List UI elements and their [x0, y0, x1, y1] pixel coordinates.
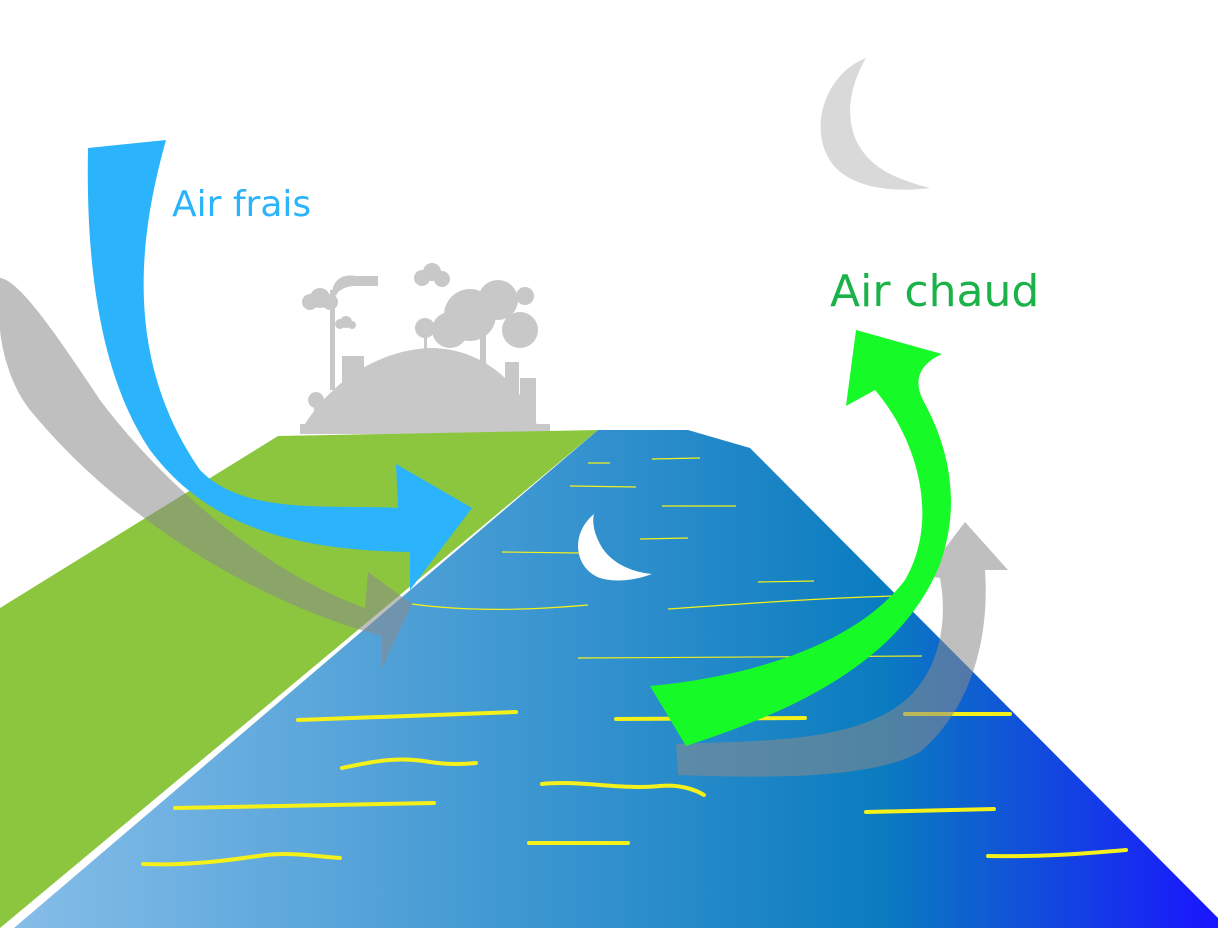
shoreline-town-silhouette [300, 263, 550, 434]
ghost-land-breeze-arrow [0, 278, 412, 668]
near-water-ripples [141, 710, 1128, 867]
moon-icon [820, 58, 930, 190]
warm-air-label: Air chaud [830, 266, 1039, 317]
ghost-sea-breeze-arrow [676, 522, 1008, 777]
warm-air-arrow [650, 330, 951, 746]
cool-air-label: Air frais [172, 184, 311, 225]
moon-reflection-icon [578, 514, 652, 581]
land-shore [0, 430, 598, 928]
cool-air-arrow [87, 140, 472, 590]
